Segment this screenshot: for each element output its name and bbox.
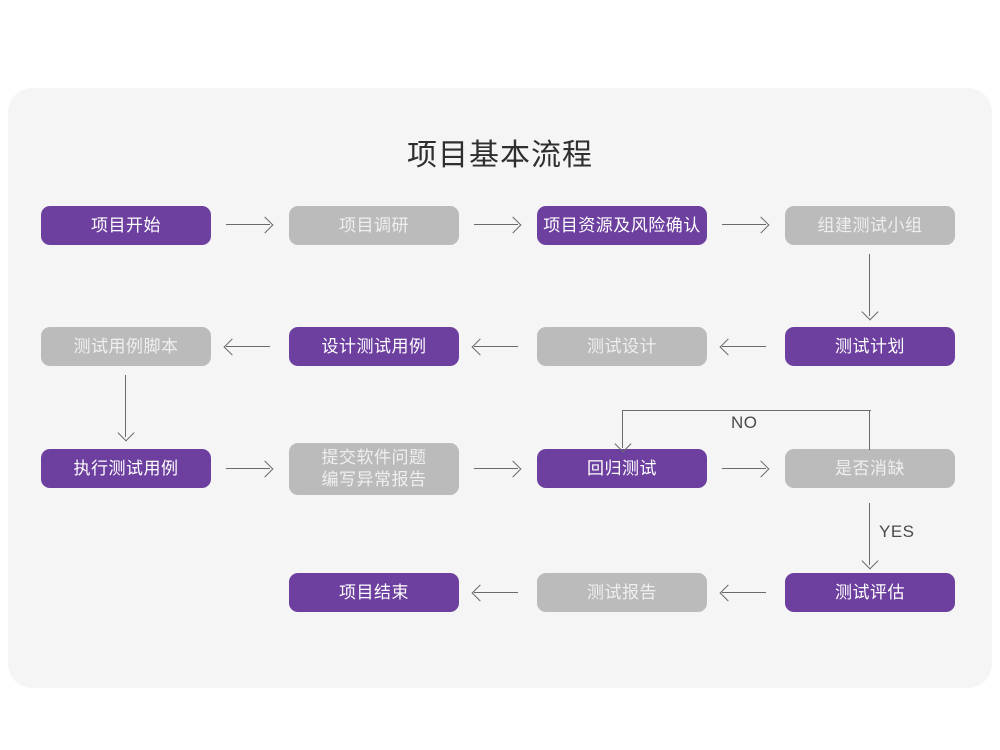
node-regression-test[interactable]: 回归测试 (537, 449, 707, 488)
node-resource-risk-confirm[interactable]: 项目资源及风险确认 (537, 206, 707, 245)
node-execute-test-case[interactable]: 执行测试用例 (41, 449, 211, 488)
node-project-research[interactable]: 项目调研 (289, 206, 459, 245)
loop-label-no: NO (731, 413, 758, 432)
node-defect-resolved[interactable]: 是否消缺 (785, 449, 955, 488)
node-design-test-case[interactable]: 设计测试用例 (289, 327, 459, 366)
node-project-start[interactable]: 项目开始 (41, 206, 211, 245)
node-test-evaluation[interactable]: 测试评估 (785, 573, 955, 612)
node-test-report[interactable]: 测试报告 (537, 573, 707, 612)
node-test-plan[interactable]: 测试计划 (785, 327, 955, 366)
node-project-end[interactable]: 项目结束 (289, 573, 459, 612)
node-test-case-script[interactable]: 测试用例脚本 (41, 327, 211, 366)
loop-label-yes: YES (879, 522, 915, 541)
node-submit-defect-report[interactable]: 提交软件问题 编写异常报告 (289, 443, 459, 495)
page-title: 项目基本流程 (407, 139, 593, 172)
node-test-design[interactable]: 测试设计 (537, 327, 707, 366)
node-build-test-team[interactable]: 组建测试小组 (785, 206, 955, 245)
